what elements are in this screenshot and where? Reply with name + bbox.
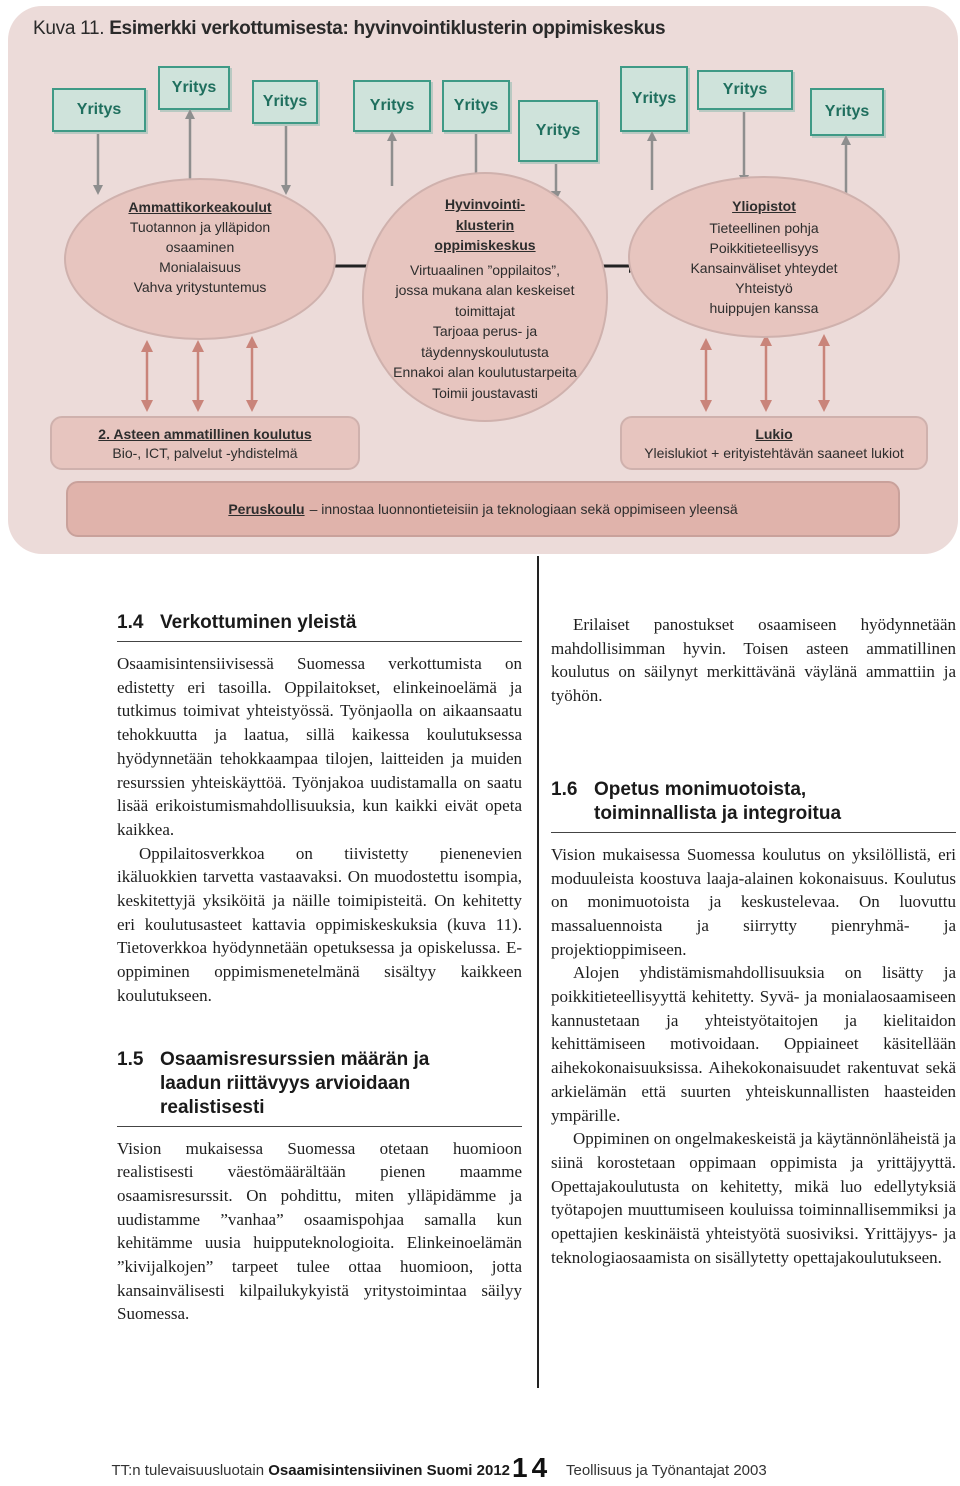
paragraph: Vision mukaisessa Suomessa koulutus on y… [551, 844, 956, 959]
page-number: 14 [512, 1452, 552, 1483]
footer-left: TT:n tulevaisuusluotain Osaamisintensiiv… [111, 1462, 510, 1479]
paragraph: Oppiminen on ongelmakeskeistä ja käytänn… [551, 1129, 956, 1267]
center-title: oppimiskeskus [434, 237, 536, 253]
uni-line: Tieteellinen pohja [709, 220, 819, 236]
center-line: Ennakoi alan koulutustarpeita [393, 364, 577, 380]
oval-oppimiskeskus: Hyvinvointi- klusterin oppimiskeskus Vir… [362, 172, 608, 422]
peruskoulu-text: – innostaa luonnontieteisiin ja teknolog… [309, 501, 738, 517]
center-line: Tarjoaa perus- ja [432, 323, 538, 339]
box-lukio: Lukio Yleislukiot + erityistehtävän saan… [620, 416, 928, 470]
center-line: toimittajat [455, 302, 515, 319]
firm-box-8: Yritys [697, 70, 793, 110]
firm-box-4: Yritys [353, 80, 431, 132]
section-title: Opetus monimuotoista, [594, 778, 807, 800]
section-number: 1.5 [117, 1048, 144, 1070]
firm-box-9: Yritys [810, 88, 884, 136]
paragraph: Alojen yhdistämismahdollisuuksia on lisä… [551, 963, 956, 1125]
uni-title: Yliopistot [732, 198, 796, 214]
section-title: Osaamisresurssien määrän ja [160, 1048, 430, 1070]
peruskoulu-title: Peruskoulu [228, 501, 305, 517]
center-title: Hyvinvointi- [444, 196, 526, 212]
page-footer: TT:n tulevaisuusluotain Osaamisintensiiv… [0, 1452, 960, 1486]
section-title: toiminnallista ja integroitua [594, 802, 842, 824]
left-column: 1.4 Verkottuminen yleistä Osaamisintensi… [117, 611, 522, 1326]
vocational-line: Bio-, ICT, palvelut -yhdistelmä [112, 445, 298, 461]
oval-ammattikorkeakoulut: Ammattikorkeakoulut Tuotannon ja ylläpid… [64, 178, 336, 340]
center-line: Virtuaalinen ”oppilaitos”, [410, 261, 560, 278]
uni-line: huippujen kanssa [709, 300, 819, 316]
firm-box-2: Yritys [158, 66, 230, 110]
lukio-line: Yleislukiot + erityistehtävän saaneet lu… [644, 445, 904, 461]
firm-box-3: Yritys [252, 80, 318, 124]
figure-arrows [93, 109, 851, 412]
section-number: 1.4 [117, 612, 144, 633]
paragraph: Vision mukaisessa Suomessa otetaan huomi… [117, 1138, 522, 1324]
column-divider [537, 556, 539, 1388]
vocational-title: 2. Asteen ammatillinen koulutus [98, 426, 312, 442]
uni-line: Yhteistyö [735, 280, 793, 296]
heading-1-5: 1.5 Osaamisresurssien määrän ja laadun r… [117, 1048, 522, 1127]
heading-1-4: 1.4 Verkottuminen yleistä [117, 611, 522, 642]
firm-box-1: Yritys [52, 88, 146, 132]
amk-line: Vahva yritystuntemus [133, 279, 267, 295]
box-ammatillinen-koulutus: 2. Asteen ammatillinen koulutus Bio-, IC… [50, 416, 360, 470]
firm-box-6: Yritys [518, 100, 598, 162]
figure-number: Kuva 11. [33, 18, 105, 39]
box-peruskoulu: Peruskoulu – innostaa luonnontieteisiin … [66, 481, 900, 537]
amk-line: Tuotannon ja ylläpidon [129, 219, 271, 235]
paragraph: Osaamisintensiivisessä Suomessa verkottu… [117, 654, 522, 839]
right-column: Erilaiset panostukset osaamiseen hyödynn… [551, 613, 956, 1269]
figure-title-text: Esimerkki verkottumisesta: hyvinvointikl… [109, 18, 666, 39]
firm-box-5: Yritys [442, 80, 510, 132]
oval-yliopistot: Yliopistot Tieteellinen pohja Poikkitiet… [628, 176, 900, 338]
section-number: 1.6 [551, 778, 578, 800]
section-title: realistisesti [160, 1096, 265, 1118]
figure-title: Kuva 11. Esimerkki verkottumisesta: hyvi… [33, 18, 666, 40]
amk-title: Ammattikorkeakoulut [128, 199, 272, 215]
uni-line: Kansainväliset yhteydet [690, 260, 838, 276]
section-title: laadun riittävyys arvioidaan [160, 1072, 411, 1094]
footer-publisher: TT:n tulevaisuusluotain [111, 1462, 265, 1479]
heading-1-6: 1.6 Opetus monimuotoista, toiminnallista… [551, 778, 956, 833]
amk-line: osaaminen [165, 239, 235, 255]
footer-right: Teollisuus ja Työnantajat 2003 [566, 1462, 767, 1479]
center-line: Toimii joustavasti [432, 384, 538, 401]
paragraph: Oppilaitosverkkoa on tiivistetty pienene… [117, 843, 522, 1005]
uni-line: Poikkitieteellisyys [709, 240, 819, 256]
footer-publication: Osaamisintensiivinen Suomi 2012 [268, 1462, 510, 1479]
center-line: täydennyskoulutusta [421, 343, 549, 360]
paragraph: Erilaiset panostukset osaamiseen hyödynn… [551, 615, 956, 706]
lukio-title: Lukio [755, 426, 793, 442]
center-title: klusterin [455, 216, 515, 233]
center-line: jossa mukana alan keskeiset [395, 282, 575, 298]
section-title: Verkottuminen yleistä [160, 612, 357, 633]
firm-box-7: Yritys [620, 66, 688, 132]
amk-line: Monialaisuus [159, 259, 241, 275]
